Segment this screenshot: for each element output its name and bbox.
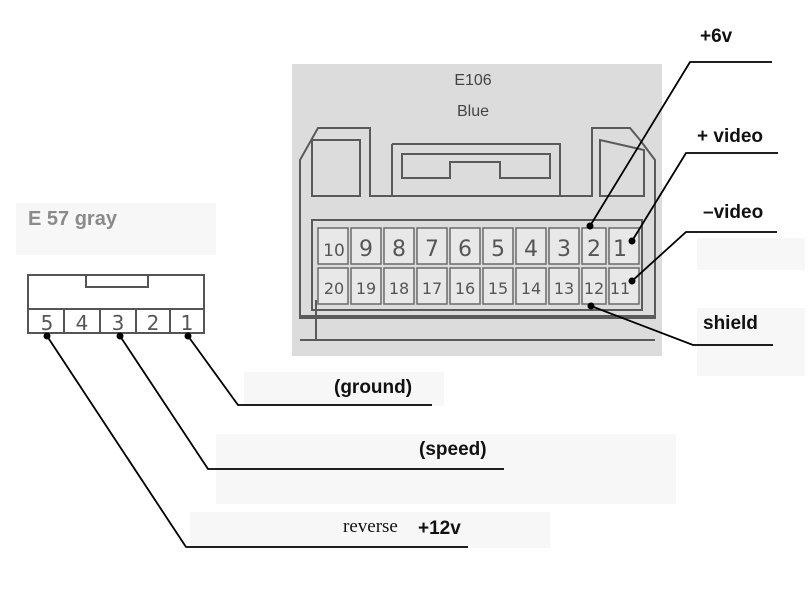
e57-pin-4: 4	[76, 311, 89, 335]
label-backdrop	[244, 372, 444, 406]
e106-pin-8: 8	[392, 237, 406, 262]
e106-pin-16: 16	[455, 279, 475, 298]
e106-pin-1: 1	[613, 237, 627, 262]
leader-plus-video	[631, 152, 778, 242]
label-plus-video: + video	[697, 126, 763, 147]
e106-code: E106	[454, 72, 492, 89]
leader-reverse	[46, 335, 468, 548]
label-plus12v: +12v	[418, 518, 461, 539]
label-backdrop	[16, 203, 216, 255]
e106-pin-13: 13	[554, 279, 574, 298]
label-shield: shield	[703, 313, 758, 334]
e57-pin-3: 3	[112, 311, 125, 335]
e57-pin-1: 1	[181, 311, 194, 335]
leader-shield	[590, 305, 773, 346]
label-reverse: reverse	[343, 516, 398, 537]
e57-leader-lines	[46, 335, 504, 548]
e106-color: Blue	[456, 103, 490, 120]
e106-pin-7: 7	[425, 237, 439, 262]
label-backdrop	[190, 512, 550, 548]
e57-connector	[27, 274, 205, 334]
leader-ground	[187, 335, 432, 406]
label-ground: (ground)	[334, 377, 413, 398]
e106-pin-5: 5	[491, 237, 505, 262]
e106-pin-18: 18	[389, 279, 409, 298]
label-plus6v: +6v	[700, 26, 733, 47]
e57-pin-dots	[43, 332, 192, 340]
e57-label: E 57 gray	[28, 208, 117, 230]
e106-pin-14: 14	[521, 279, 541, 298]
e106-pin-20: 20	[324, 279, 344, 298]
e106-pin-6: 6	[458, 237, 472, 262]
e106-pin-numbers-bottom: 20 19 18 17 16 15 14 13 12 11	[324, 279, 630, 298]
e106-pin-19: 19	[356, 279, 376, 298]
e106-pin-11: 11	[610, 279, 630, 298]
e57-pin-numbers: 5 4 3 2 1	[41, 311, 194, 335]
e106-pin-numbers-top: 10 9 8 7 6 5 4 3 2 1	[323, 237, 627, 262]
label-backdrop	[697, 308, 805, 376]
e106-leader-lines	[589, 61, 778, 346]
e106-pin-12: 12	[584, 279, 604, 298]
e57-pin-2: 2	[147, 311, 160, 335]
e106-pin-4: 4	[524, 237, 538, 262]
e106-pin-17: 17	[422, 279, 442, 298]
e57-pin-5: 5	[41, 311, 54, 335]
leader-minus-video	[631, 231, 777, 282]
e106-pin-9: 9	[359, 237, 373, 262]
leader-plus6v	[589, 61, 772, 227]
e106-pin-dots	[586, 222, 636, 310]
label-speed: (speed)	[419, 439, 487, 460]
label-backdrop	[697, 238, 805, 270]
e106-pin-10: 10	[323, 241, 345, 261]
e106-pin-grid	[317, 227, 640, 305]
e106-connector-housing	[299, 127, 656, 341]
label-minus-video: –video	[703, 202, 764, 223]
e106-pin-15: 15	[488, 279, 508, 298]
leader-speed	[119, 335, 504, 470]
e106-pin-3: 3	[557, 237, 571, 262]
e106-pin-2: 2	[587, 237, 601, 262]
